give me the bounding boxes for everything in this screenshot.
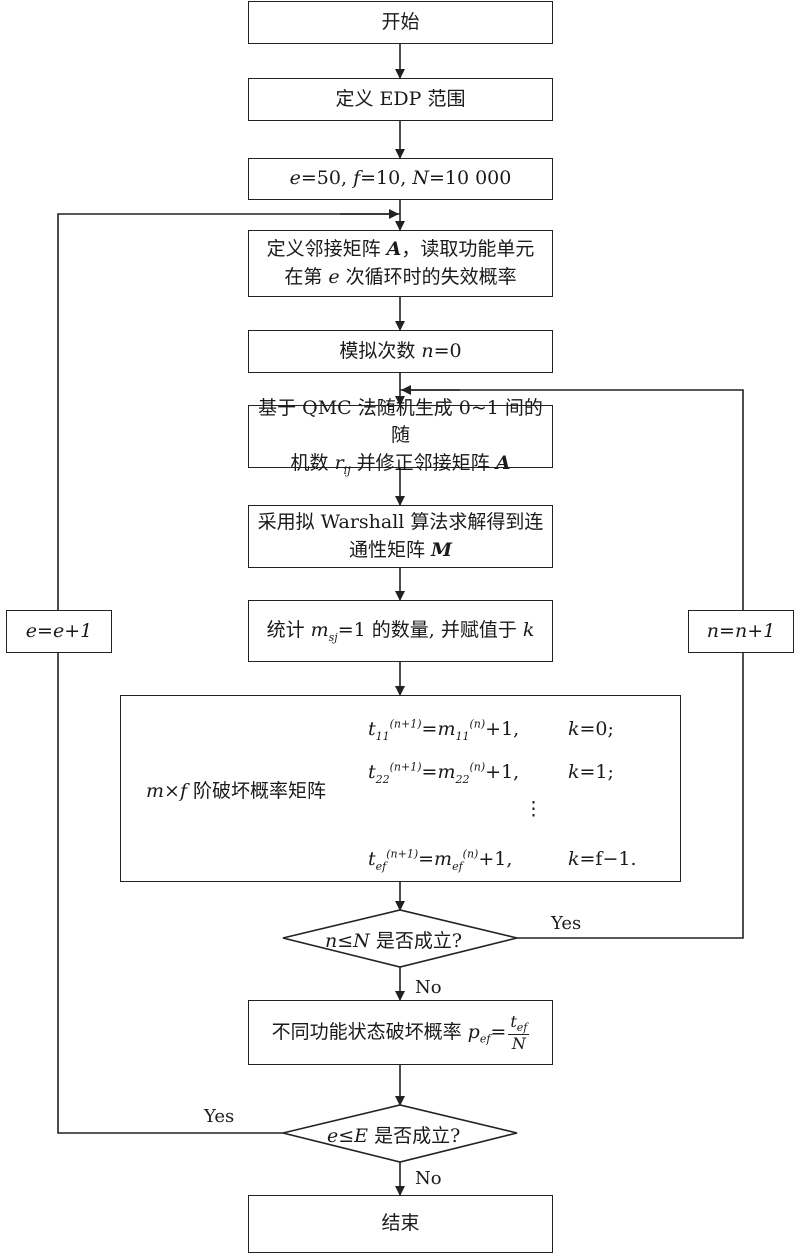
params-box: e=50, f=10, N=10 000 <box>248 158 553 200</box>
adjacency-box: 定义邻接矩阵 A，读取功能单元 在第 e 次循环时的失效概率 <box>248 230 553 297</box>
matrix-row-1: t11(n+1)=m11(n)+1, k=0; <box>368 717 614 743</box>
count-box: 统计 msj=1 的数量, 并赋值于 k <box>248 600 553 662</box>
warshall-label: 采用拟 Warshall 算法求解得到连 通性矩阵 M <box>257 510 544 561</box>
warshall-box: 采用拟 Warshall 算法求解得到连 通性矩阵 M <box>248 505 553 568</box>
matrix-box: m×f 阶破坏概率矩阵 t11(n+1)=m11(n)+1, k=0; t22(… <box>120 695 681 882</box>
yes-label-e: Yes <box>204 1106 235 1127</box>
matrix-row-3: tef(n+1)=mef(n)+1, k=f−1. <box>368 847 637 873</box>
loop-n-box: n=n+1 <box>688 610 794 653</box>
start-box: 开始 <box>248 1 553 44</box>
qmc-box: 基于 QMC 法随机生成 0~1 间的随 机数 rij 并修正邻接矩阵 A <box>248 397 553 476</box>
sim-count-box: 模拟次数 n=0 <box>248 330 553 373</box>
loop-e-label: e=e+1 <box>25 619 93 642</box>
define-edp-label: 定义 EDP 范围 <box>335 87 466 110</box>
decision-e-diamond <box>282 1104 518 1163</box>
no-label-n: No <box>415 977 442 998</box>
sim-count-label: 模拟次数 n=0 <box>339 339 462 362</box>
count-label: 统计 msj=1 的数量, 并赋值于 k <box>266 618 535 644</box>
params-label: e=50, f=10, N=10 000 <box>289 167 512 190</box>
decision-n-label: n≤N 是否成立? <box>325 930 463 952</box>
loop-n-label: n=n+1 <box>706 619 776 642</box>
no-label-e: No <box>415 1168 442 1189</box>
matrix-row-2: t22(n+1)=m22(n)+1, k=1; <box>368 760 614 786</box>
decision-n-diamond <box>282 909 518 968</box>
loop-n-line <box>400 389 744 939</box>
matrix-ellipsis: ⋮ <box>524 798 543 820</box>
yes-label-n: Yes <box>551 913 582 934</box>
matrix-label: m×f 阶破坏概率矩阵 <box>146 780 327 802</box>
qmc-label: 基于 QMC 法随机生成 0~1 间的随 机数 rij 并修正邻接矩阵 A <box>258 396 543 477</box>
end-label: 结束 <box>381 1212 420 1235</box>
end-box: 结束 <box>248 1195 553 1253</box>
decision-e-label: e≤E 是否成立? <box>327 1125 461 1147</box>
define-edp-box: 定义 EDP 范围 <box>248 78 553 121</box>
loop-e-box: e=e+1 <box>6 610 112 653</box>
adjacency-label: 定义邻接矩阵 A，读取功能单元 在第 e 次循环时的失效概率 <box>266 237 535 288</box>
loop-e-line <box>57 213 400 1134</box>
start-label: 开始 <box>381 10 420 33</box>
